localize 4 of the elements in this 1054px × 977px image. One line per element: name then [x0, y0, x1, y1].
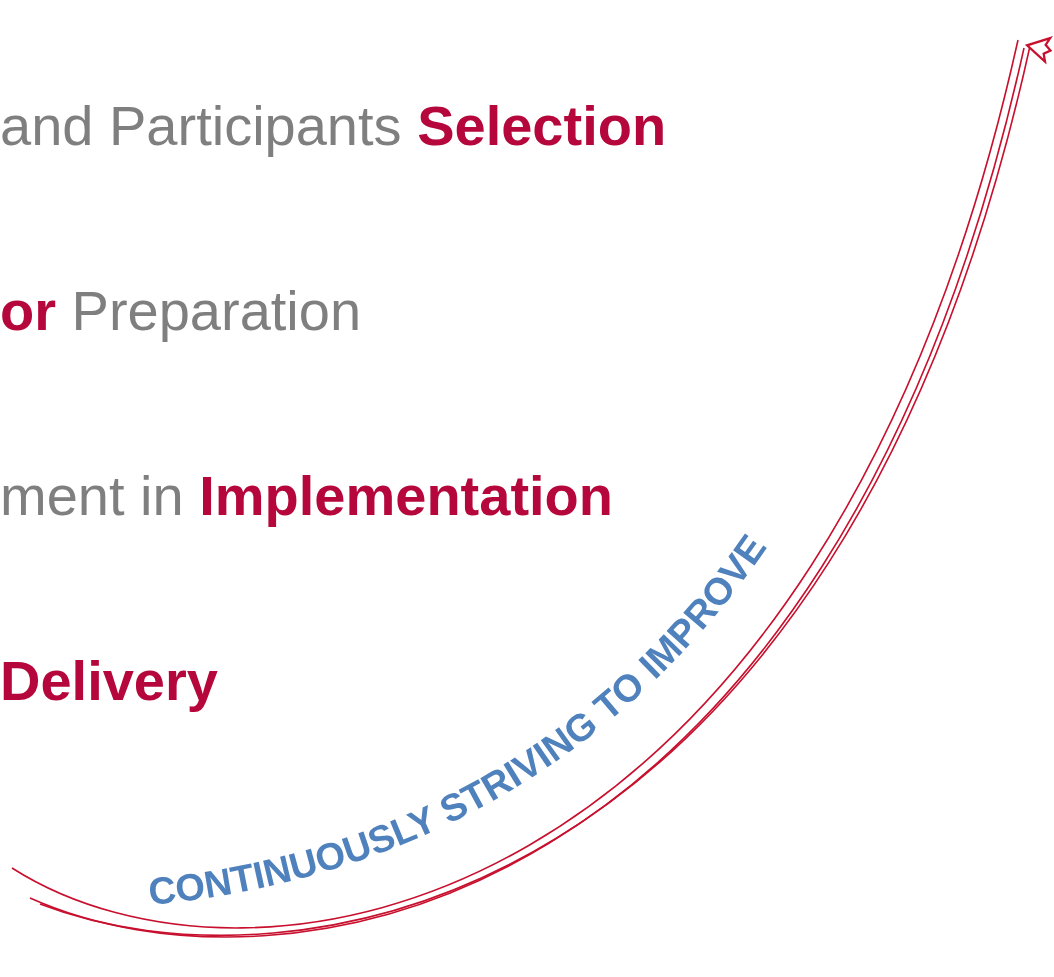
heading-text: ment in Implementation — [0, 465, 614, 527]
heading-text: and Participants Selection — [0, 95, 667, 157]
heading-text: Delivery — [0, 650, 218, 712]
heading-text: or Preparation — [0, 280, 362, 342]
